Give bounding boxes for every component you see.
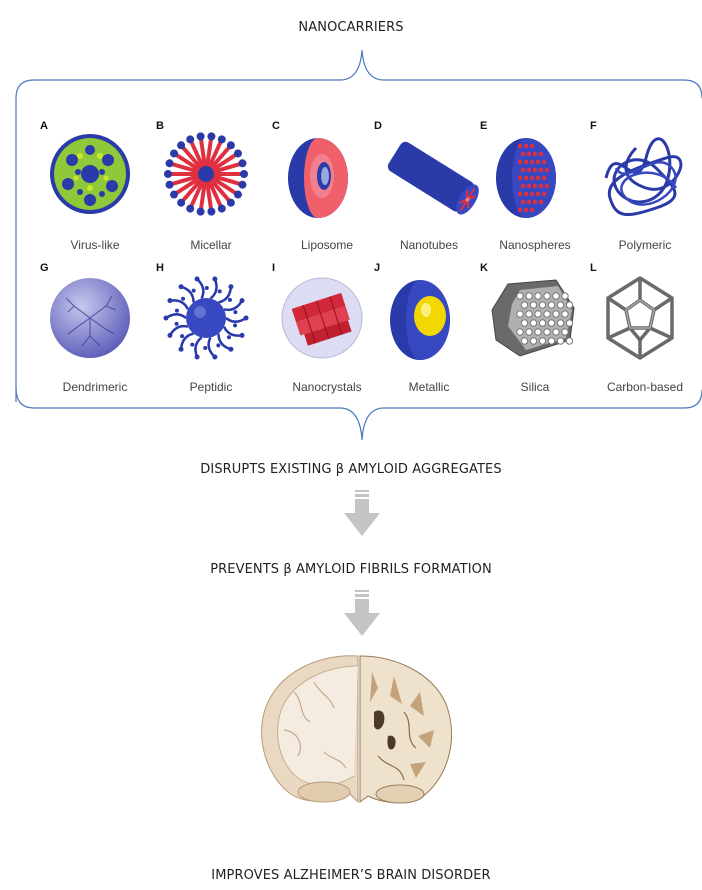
- nanocarrier-metallic: J Metallic: [374, 262, 484, 392]
- item-label: Dendrimeric: [40, 380, 150, 394]
- item-label: Nanocrystals: [272, 380, 382, 394]
- nanosphere-icon: [486, 128, 582, 228]
- nanotube-icon: [380, 128, 490, 228]
- nanocarrier-virus-like: A Virus-like: [40, 120, 150, 250]
- down-arrow-icon: [342, 590, 382, 642]
- item-letter: I: [272, 262, 275, 274]
- nanocarrier-polymeric: F Polymeric: [590, 120, 700, 250]
- nanocarrier-carbon-based: L Carbon-based: [590, 262, 700, 392]
- nanocarrier-nanotubes: D Nanotubes: [374, 120, 484, 250]
- peptide-icon: [162, 270, 258, 370]
- nanocarrier-nanocrystals: I Nanocrystals: [272, 262, 382, 392]
- step-disrupts-aggregates: DISRUPTS EXISTING β AMYLOID AGGREGATES: [0, 462, 702, 477]
- item-label: Silica: [480, 380, 590, 394]
- polymer-icon: [596, 128, 692, 228]
- nanocarrier-liposome: C Liposome: [272, 120, 382, 250]
- brain-cross-section-image: [254, 652, 464, 822]
- step-prevents-fibrils: PREVENTS β AMYLOID FIBRILS FORMATION: [0, 562, 702, 577]
- nanocrystal-icon: [278, 270, 374, 370]
- fullerene-icon: [596, 270, 692, 370]
- item-label: Carbon-based: [590, 380, 700, 394]
- down-arrow-icon: [342, 490, 382, 542]
- nanocarrier-silica: K Silica: [480, 262, 590, 392]
- item-label: Virus-like: [40, 238, 150, 252]
- item-label: Micellar: [156, 238, 266, 252]
- silica-hexagon-icon: [486, 270, 586, 370]
- item-label: Nanospheres: [480, 238, 590, 252]
- item-label: Metallic: [374, 380, 484, 394]
- nanocarrier-dendrimeric: G Dendrimeric: [40, 262, 150, 392]
- micelle-icon: [162, 128, 258, 228]
- item-label: Polymeric: [590, 238, 700, 252]
- dendrimer-icon: [46, 270, 142, 370]
- item-label: Nanotubes: [374, 238, 484, 252]
- nanocarrier-peptidic: H Peptidic: [156, 262, 266, 392]
- step-improves-brain: IMPROVES ALZHEIMER’S BRAIN DISORDER: [0, 868, 702, 883]
- virus-like-particle-icon: [46, 128, 142, 228]
- item-label: Liposome: [272, 238, 382, 252]
- nanocarrier-nanospheres: E Nanospheres: [480, 120, 590, 250]
- liposome-icon: [278, 128, 374, 228]
- metallic-core-icon: [380, 270, 476, 370]
- nanocarrier-micellar: B Micellar: [156, 120, 266, 250]
- item-label: Peptidic: [156, 380, 266, 394]
